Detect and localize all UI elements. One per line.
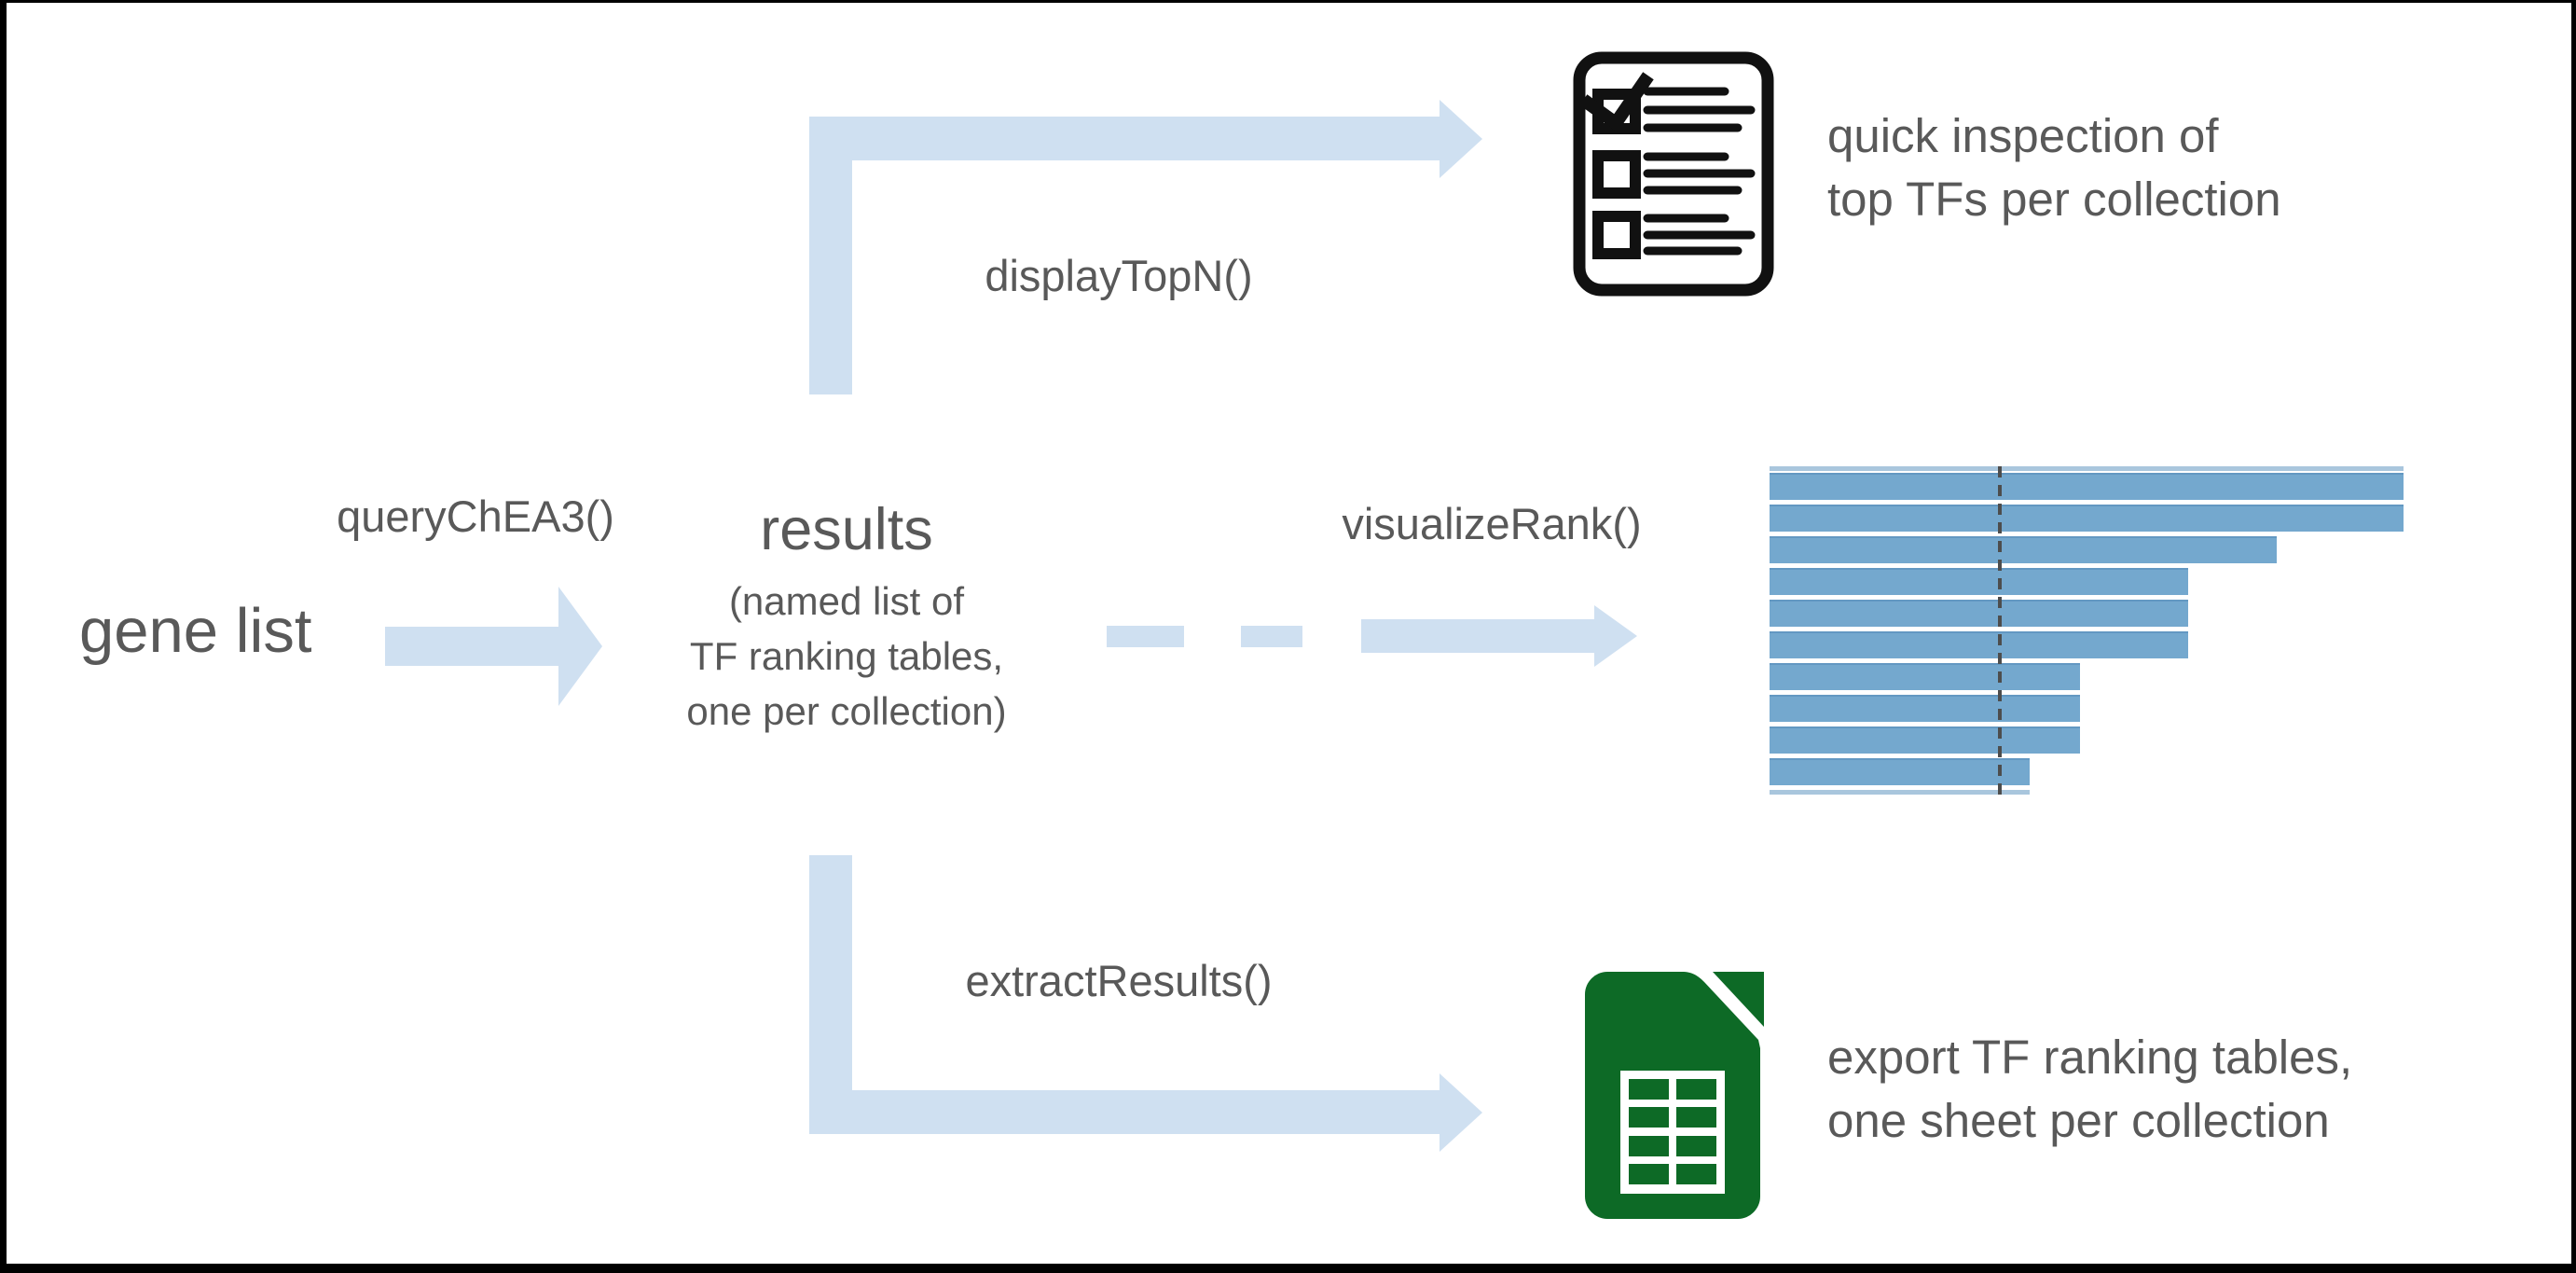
- rank-bar: [1770, 473, 2404, 500]
- arrow-down-vertical-segment: [809, 855, 852, 1134]
- extract-results-label: extractResults(): [965, 956, 1273, 1005]
- visualize-rank-label: visualizeRank(): [1342, 499, 1642, 548]
- spreadsheet-sheets-icon: [1585, 972, 1764, 1219]
- results-subtitle-line2: TF ranking tables,: [689, 634, 1004, 678]
- export-caption-line2: one sheet per collection: [1827, 1094, 2330, 1147]
- checklist-document-icon: [1573, 51, 1774, 297]
- rank-bar: [1770, 505, 2404, 532]
- results-subtitle-line1: (named list of: [728, 579, 965, 623]
- arrow-down-head: [1440, 1073, 1482, 1152]
- rank-bar: [1770, 726, 2080, 754]
- rank-bar-clipped-top: [1770, 466, 2404, 471]
- rank-bar: [1770, 631, 2188, 658]
- export-caption: export TF ranking tables, one sheet per …: [1827, 1026, 2352, 1153]
- dashed-arrow-body: [1361, 619, 1594, 653]
- dashed-arrow-dash2: [1241, 626, 1302, 647]
- frame-bottom: [0, 1264, 2576, 1273]
- quick-inspection-caption-line1: quick inspection of: [1827, 109, 2219, 162]
- rank-bar-chart: [1770, 466, 2407, 798]
- rank-bar: [1770, 568, 2188, 595]
- display-topn-label: displayTopN(): [985, 251, 1253, 300]
- results-subtitle-line3: one per collection): [686, 689, 1007, 733]
- rank-bar: [1770, 663, 2080, 690]
- rank-chart-reference-line: [1998, 466, 2002, 798]
- arrow-down-horizontal-segment: [809, 1090, 1440, 1134]
- results-title: results: [760, 497, 933, 562]
- dashed-arrow-dash1: [1107, 626, 1184, 647]
- arrow-up-vertical-segment: [809, 117, 852, 394]
- quick-inspection-caption-line2: top TFs per collection: [1827, 173, 2281, 226]
- rank-bar: [1770, 600, 2188, 627]
- export-caption-line1: export TF ranking tables,: [1827, 1031, 2353, 1084]
- results-subtitle: (named list of TF ranking tables, one pe…: [611, 574, 1082, 739]
- dashed-arrow-head: [1594, 605, 1637, 667]
- frame-top: [0, 0, 2576, 3]
- rank-bar: [1770, 695, 2080, 722]
- arrow-gene-to-results-body: [385, 627, 558, 666]
- rank-bar: [1770, 758, 2030, 785]
- query-chea3-label: queryChEA3(): [337, 491, 614, 541]
- rank-bar-clipped-bottom: [1770, 790, 2030, 795]
- quick-inspection-caption: quick inspection of top TFs per collecti…: [1827, 104, 2281, 231]
- gene-list-label: gene list: [79, 596, 312, 666]
- rank-bar: [1770, 536, 2277, 563]
- frame-right: [2571, 0, 2576, 1273]
- arrow-gene-to-results-head: [558, 587, 602, 706]
- frame-left: [0, 0, 7, 1273]
- arrow-up-head: [1440, 100, 1482, 178]
- arrow-up-horizontal-segment: [809, 117, 1440, 160]
